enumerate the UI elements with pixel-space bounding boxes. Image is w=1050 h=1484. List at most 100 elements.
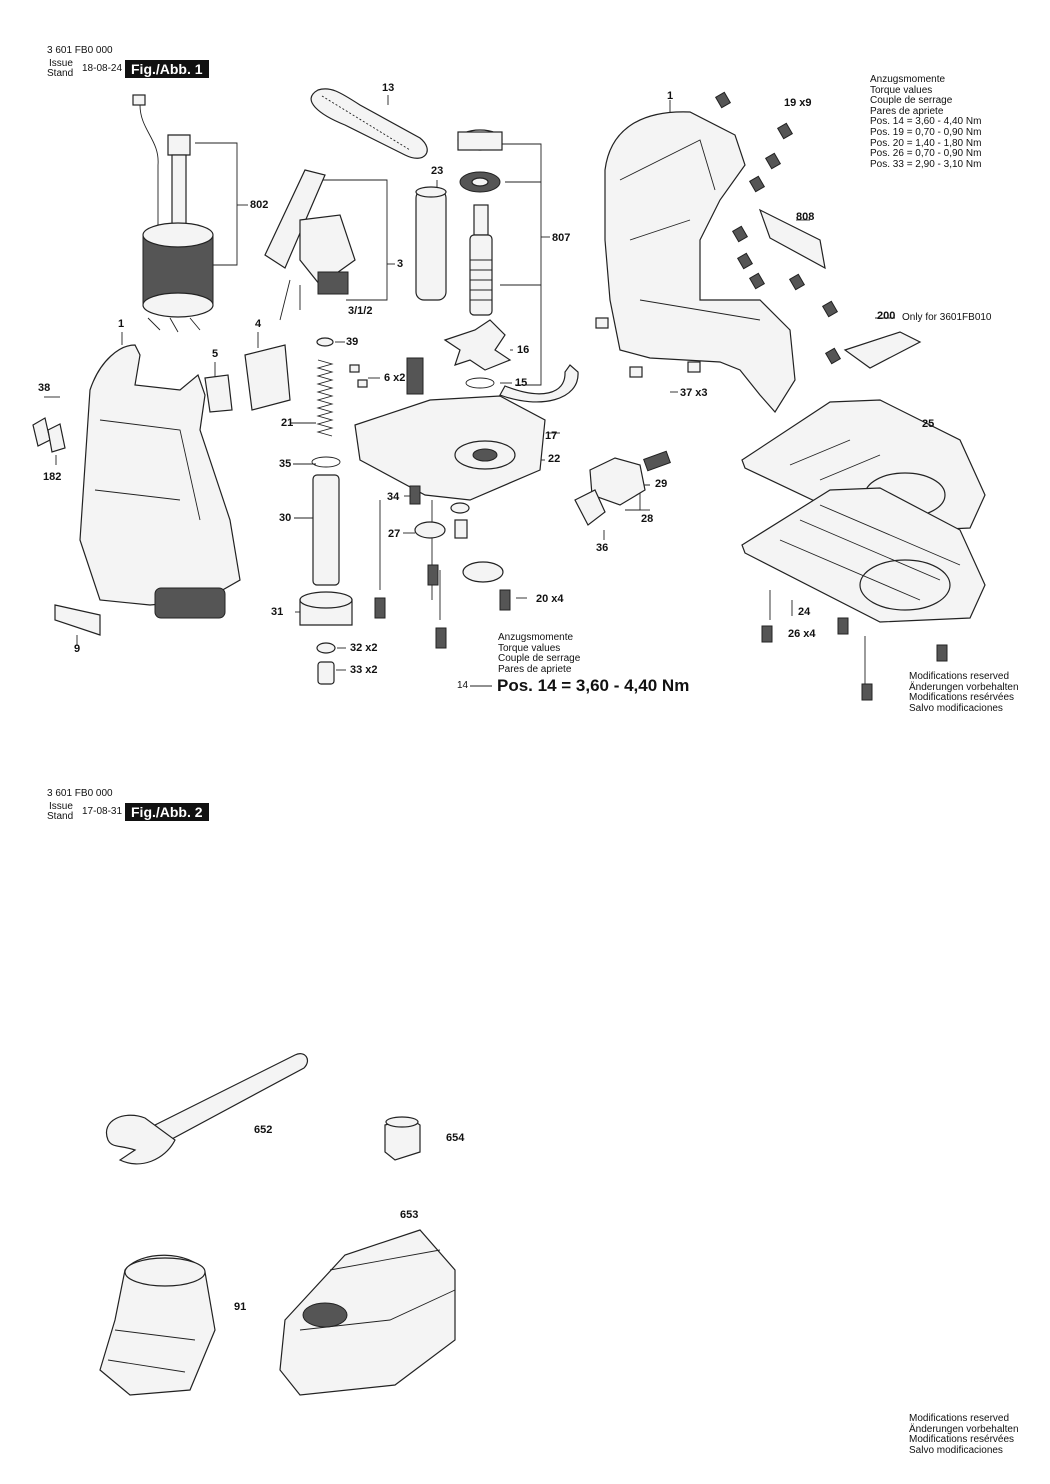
screw-20a bbox=[374, 597, 386, 619]
knob-36 bbox=[574, 489, 606, 526]
callout-25: 25 bbox=[922, 418, 935, 430]
switch-pcb bbox=[264, 169, 356, 321]
callout-5: 5 bbox=[212, 348, 219, 360]
mod-fr: Modifications resérvées bbox=[909, 692, 1015, 704]
callout-9: 9 bbox=[74, 643, 81, 655]
torque-pos14: Pos. 14 = 3,60 - 4,40 Nm bbox=[870, 116, 982, 128]
threaded-spindle bbox=[312, 474, 340, 586]
torque-header-en: Torque values bbox=[870, 84, 933, 96]
callout-39: 39 bbox=[346, 336, 359, 348]
callout-19: 19 x9 bbox=[784, 97, 812, 109]
label-182 bbox=[47, 423, 66, 453]
wrench-652 bbox=[105, 1053, 308, 1165]
screw-20d bbox=[499, 589, 511, 611]
screw-20b bbox=[427, 564, 439, 586]
circlip bbox=[465, 377, 495, 389]
torque-header-es: Pares de apriete bbox=[870, 105, 944, 117]
screw-33 bbox=[317, 661, 335, 685]
housing-right bbox=[604, 111, 796, 414]
mod-es: Salvo modificaciones bbox=[909, 702, 1003, 714]
callout-28: 28 bbox=[641, 513, 654, 525]
torque-box: Anzugsmomente Torque values Couple de se… bbox=[498, 632, 581, 675]
stand-label-2: Stand bbox=[47, 811, 74, 822]
set-screw-37c bbox=[687, 361, 701, 373]
washer-sm bbox=[450, 502, 470, 514]
callout-38: 38 bbox=[38, 382, 51, 394]
callout-1-left: 1 bbox=[118, 318, 125, 330]
torque-box-fr: Couple de serrage bbox=[498, 653, 581, 665]
callout-4: 4 bbox=[255, 318, 262, 330]
stand-label: Stand bbox=[47, 68, 74, 79]
callout-17: 17 bbox=[545, 430, 558, 442]
torque-pos26: Pos. 26 = 0,70 - 0,90 Nm bbox=[870, 148, 982, 160]
bearing-14 bbox=[462, 561, 504, 583]
housing-left bbox=[79, 344, 241, 619]
callout-36: 36 bbox=[596, 542, 609, 554]
leader-lines bbox=[44, 95, 926, 690]
torque-box-es: Pares de apriete bbox=[498, 663, 572, 675]
bolt-sm bbox=[454, 519, 468, 539]
torque-notes: Anzugsmomente Torque values Couple de se… bbox=[870, 74, 982, 170]
modifications-note-2: Modifications reserved Änderungen vorbeh… bbox=[909, 1413, 1019, 1456]
torque-pos33: Pos. 33 = 2,90 - 3,10 Nm bbox=[870, 158, 982, 170]
callout-6: 6 x2 bbox=[384, 372, 406, 384]
callout-33: 33 x2 bbox=[350, 664, 378, 676]
callout-652: 652 bbox=[254, 1124, 273, 1136]
callout-3: 3 bbox=[397, 258, 404, 270]
threaded-pin bbox=[406, 357, 424, 395]
callout-32: 32 x2 bbox=[350, 642, 378, 654]
callout-808: 808 bbox=[796, 211, 815, 223]
charger-653 bbox=[279, 1229, 456, 1396]
ring-35 bbox=[311, 456, 341, 468]
part-4 bbox=[244, 344, 291, 411]
mod-de: Änderungen vorbehalten bbox=[909, 681, 1019, 693]
figure-tag: Fig./Abb. 1 bbox=[125, 60, 209, 78]
mod2-es: Salvo modificaciones bbox=[909, 1444, 1003, 1456]
motor-assembly bbox=[132, 94, 214, 333]
screws-26 bbox=[761, 617, 948, 701]
callout-24: 24 bbox=[798, 606, 811, 618]
callout-802: 802 bbox=[250, 199, 269, 211]
part-5 bbox=[204, 374, 233, 413]
callout-31: 31 bbox=[271, 606, 284, 618]
callout-16: 16 bbox=[517, 344, 530, 356]
callout-91: 91 bbox=[234, 1301, 247, 1313]
callout-15: 15 bbox=[515, 377, 528, 389]
callout-20: 20 x4 bbox=[536, 593, 564, 605]
clamp-lever bbox=[499, 364, 579, 403]
part-200-note: Only for 3601FB010 bbox=[902, 312, 992, 323]
callout-21: 21 bbox=[281, 417, 294, 429]
screw-34 bbox=[409, 485, 421, 505]
set-screw-6b bbox=[357, 379, 368, 388]
battery-91 bbox=[99, 1254, 216, 1396]
callout-653: 653 bbox=[400, 1209, 419, 1221]
issue-label: Issue bbox=[49, 58, 73, 69]
callout-3-1-2: 3/1/2 bbox=[348, 305, 373, 317]
callout-27: 27 bbox=[388, 528, 401, 540]
part-number-2: 3 601 FB0 000 bbox=[47, 788, 113, 799]
modifications-note-1: Modifications reserved Änderungen vorbeh… bbox=[909, 671, 1019, 714]
spindle-sleeve bbox=[415, 186, 447, 301]
label-38 bbox=[32, 417, 51, 447]
callout-200: 200 bbox=[877, 310, 896, 322]
torque-pos19: Pos. 19 = 0,70 - 0,90 Nm bbox=[870, 126, 982, 138]
mod-en: Modifications reserved bbox=[909, 671, 1010, 682]
set-screw-37a bbox=[595, 317, 609, 329]
mod2-en: Modifications reserved bbox=[909, 1413, 1010, 1424]
pos14-ref: 14 bbox=[457, 680, 469, 691]
washer-32 bbox=[316, 642, 336, 654]
label-200 bbox=[843, 331, 922, 369]
part-number: 3 601 FB0 000 bbox=[47, 45, 113, 56]
torque-header-de: Anzugsmomente bbox=[870, 74, 946, 85]
callout-13: 13 bbox=[382, 82, 395, 94]
washer-39 bbox=[316, 337, 334, 347]
torque-box-de: Anzugsmomente bbox=[498, 632, 574, 643]
sole-plate-24 bbox=[741, 487, 986, 623]
base-plate bbox=[354, 395, 546, 501]
mod2-fr: Modifications resérvées bbox=[909, 1434, 1015, 1446]
set-screw-37b bbox=[629, 366, 643, 378]
callout-34: 34 bbox=[387, 491, 400, 503]
callout-182: 182 bbox=[43, 471, 62, 483]
issue-date: 18-08-24 bbox=[82, 63, 123, 74]
mod2-de: Änderungen vorbehalten bbox=[909, 1423, 1019, 1435]
